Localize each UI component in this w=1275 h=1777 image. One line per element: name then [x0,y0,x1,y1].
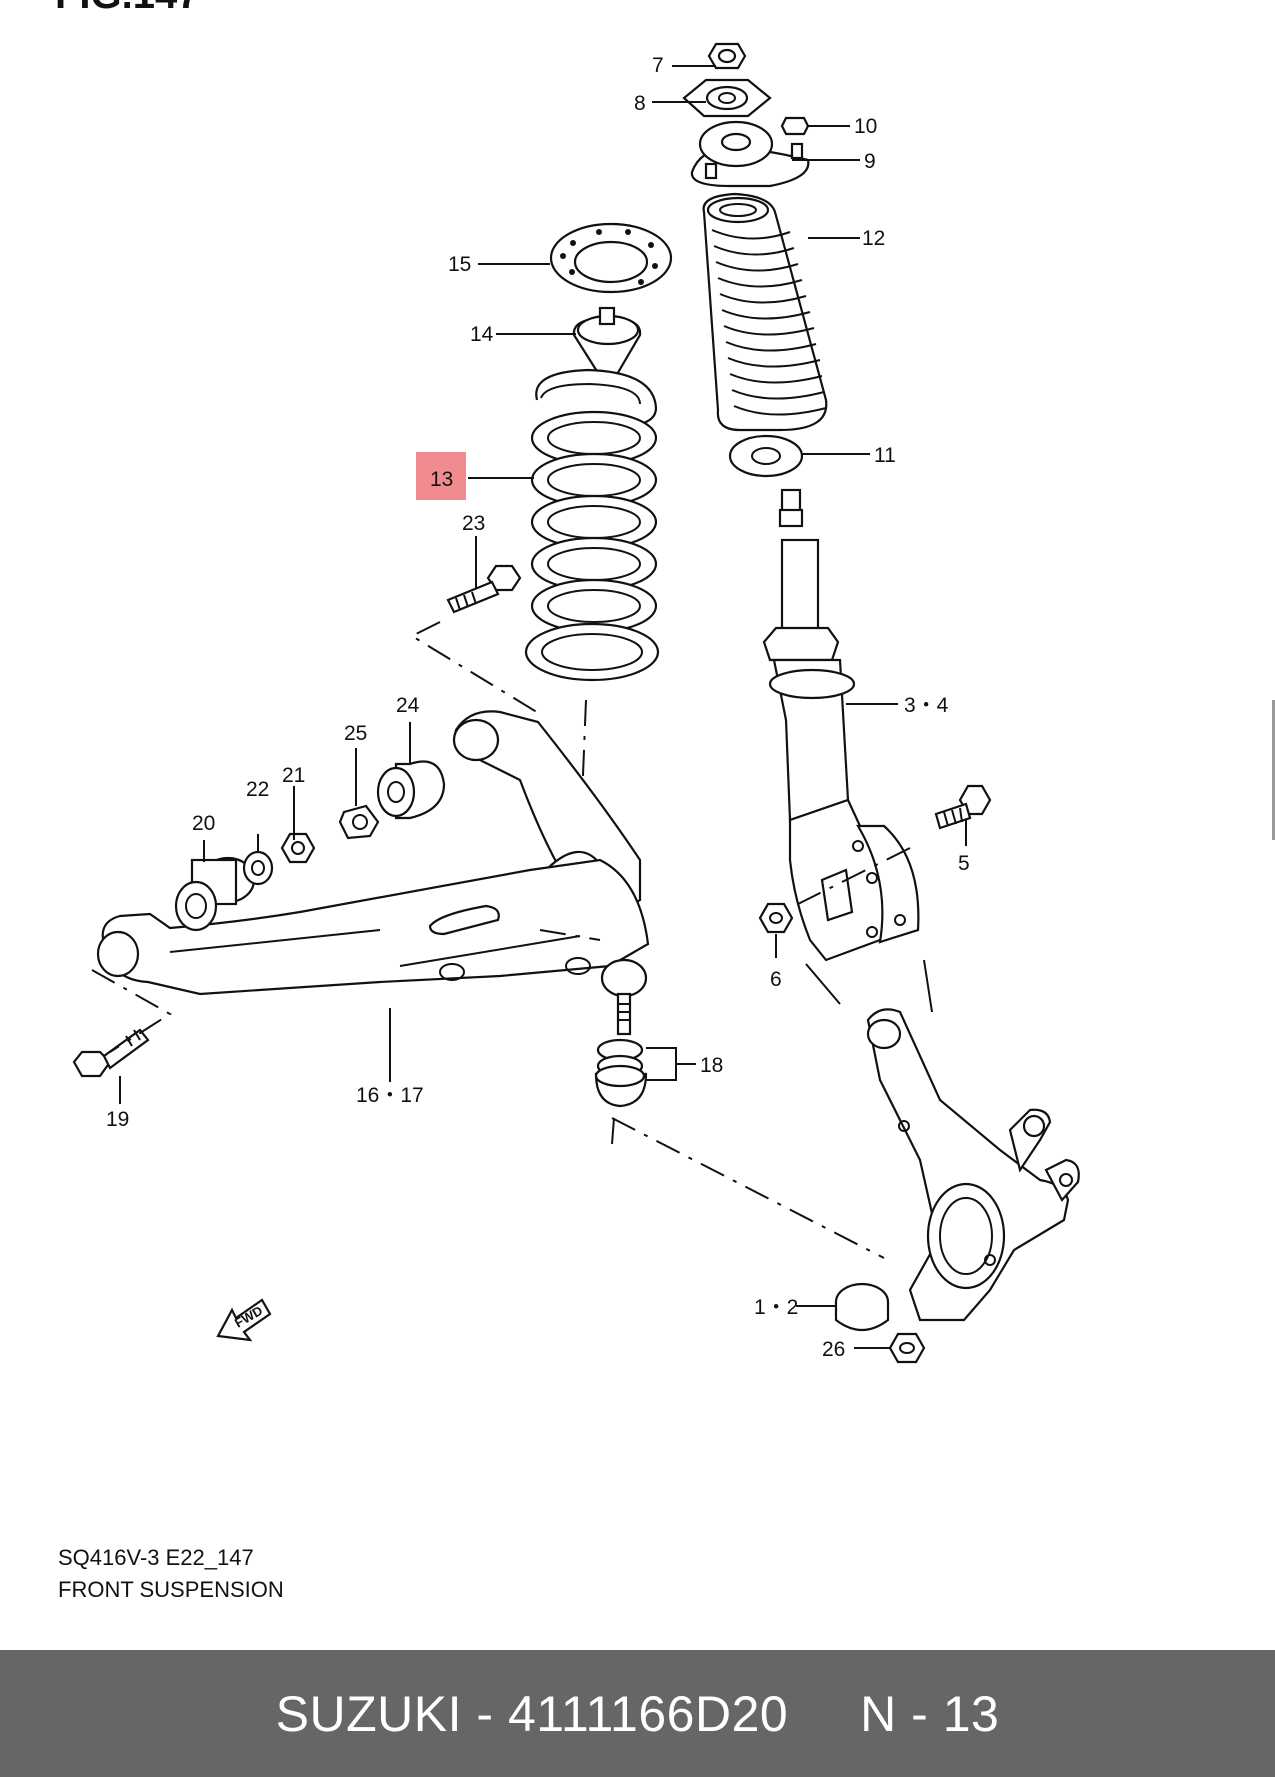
callout-15: 15 [448,253,471,276]
arm-center-guide-line [539,929,601,941]
ball-joint-cushion-part [594,1038,648,1108]
figure-heading-fragment: FIG.147 [55,0,200,17]
callout-5: 5 [958,852,970,875]
arm-washer-part [242,850,274,886]
coil-spring-part [524,368,660,682]
strut-bolt-part [934,784,992,830]
lower-bolt-guide-line [91,969,172,1053]
knuckle-nut-part [888,1332,926,1364]
bump-washer-part [728,434,804,478]
upper-bolt-guide-line [409,621,541,715]
callout-25: 25 [344,722,367,745]
footer-bar: SUZUKI - 4111166D20 N - 13 [0,1650,1275,1777]
arm-nut-part [280,832,316,864]
callout-19: 19 [106,1108,129,1131]
strut-nut-part [758,902,794,934]
lower-arm-part [96,858,650,996]
strut-bolt-guide [797,847,911,905]
upper-nut-part [707,42,747,70]
fwd-arrow-icon: FWD [216,1298,272,1342]
callout-26: 26 [822,1338,845,1361]
ball-joint-guide-line-short [611,1117,615,1145]
parts-diagram: FIG.147 [55,0,1080,1364]
arm-bolt-upper-part [446,564,522,614]
callout-18: 18 [700,1054,723,1077]
callout-7: 7 [652,54,664,77]
strut-mount-part [690,120,810,188]
ball-joint-part [600,958,648,1036]
part-number-label: SUZUKI - 4111166D20 N - 13 [275,1685,1000,1742]
callout-8: 8 [634,92,646,115]
arm-bushing-part [174,856,256,932]
arm-bolt-lower-part [72,1028,150,1078]
callout-21: 21 [282,764,305,787]
callout-9: 9 [864,150,876,173]
diagram-title: FRONT SUSPENSION [58,1577,284,1602]
callout-1-2: 1・2 [754,1296,798,1319]
ball-joint-guide-line [611,1117,885,1259]
callout-22: 22 [246,778,269,801]
upper-washer-part [682,78,772,118]
upper-nut-small-part [338,804,380,840]
callout-10: 10 [854,115,877,138]
callout-14: 14 [470,323,494,346]
callout-16-17: 16・17 [356,1084,424,1107]
callout-12: 12 [862,227,885,250]
callout-11: 11 [874,444,896,467]
edge-scroll-indicator [1272,700,1275,840]
callout-13: 13 [430,468,453,491]
callout-6: 6 [770,968,782,991]
upper-bushing-part [376,760,446,820]
mount-nut-part [780,116,810,136]
model-code: SQ416V-3 E22_147 [58,1545,254,1570]
callout-leaders [119,65,967,1349]
dust-boot-part [702,192,828,432]
spring-seat-part [549,222,673,294]
callout-23: 23 [462,512,485,535]
callout-3-4: 3・4 [904,694,949,717]
steering-knuckle-part [805,959,1080,1332]
callout-24: 24 [396,694,420,717]
strut-assembly-part [762,488,920,962]
highlight-marker [416,452,466,500]
callout-20: 20 [192,812,215,835]
